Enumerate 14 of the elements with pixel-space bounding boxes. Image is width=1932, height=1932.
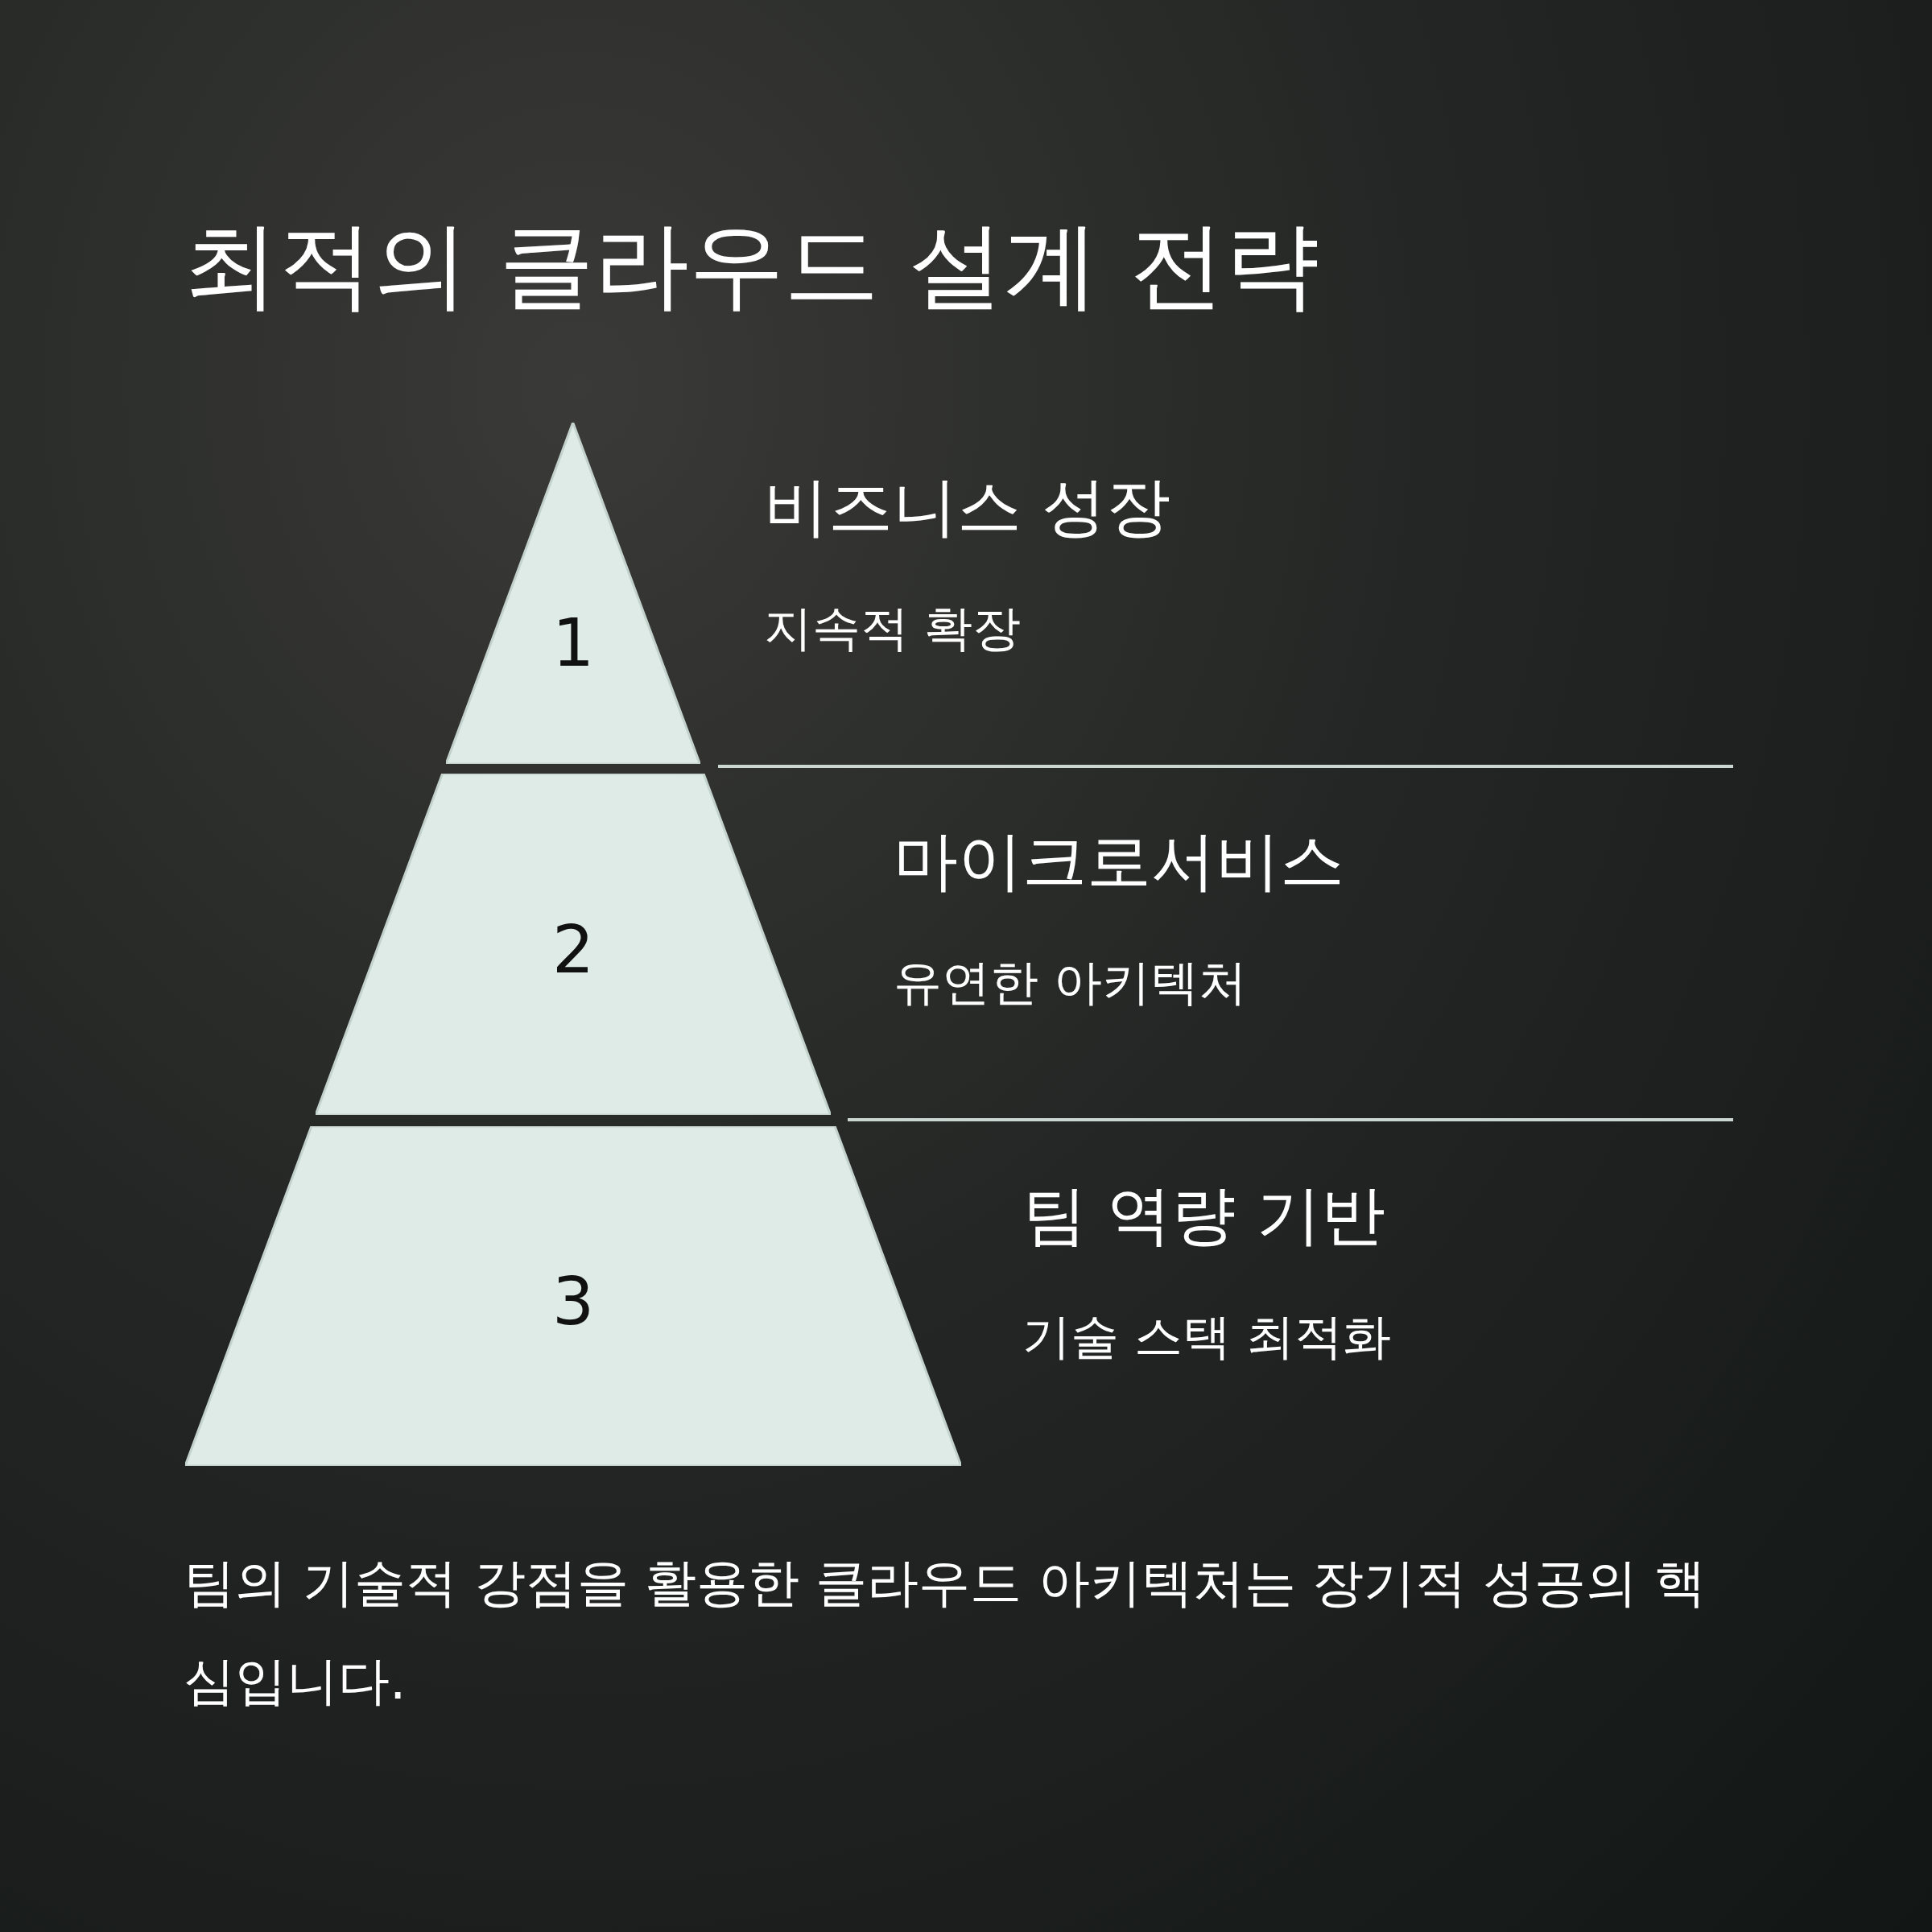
tier-heading: 마이크로서비스 [894, 829, 1344, 894]
tier-description: 지속적 확장 [764, 604, 1022, 652]
title: 최적의 클라우드 설계 전략 [184, 217, 1319, 312]
pyramid-tier [316, 774, 831, 1115]
tier-number: 1 [551, 610, 595, 677]
tier-heading: 팀 역량 기반 [1022, 1183, 1385, 1248]
tier-number: 3 [551, 1269, 595, 1335]
tier-number: 2 [551, 917, 595, 984]
tier-description: 기술 스택 최적화 [1022, 1312, 1392, 1360]
caption: 팀의 기술적 강점을 활용한 클라우드 아키텍처는 장기적 성공의 핵심입니다. [184, 1552, 1707, 1712]
tier-heading: 비즈니스 성장 [764, 475, 1171, 539]
pyramid-tier [185, 1126, 961, 1466]
pyramid-tier [446, 423, 700, 764]
tier-description: 유연한 아키텍처 [894, 958, 1248, 1006]
